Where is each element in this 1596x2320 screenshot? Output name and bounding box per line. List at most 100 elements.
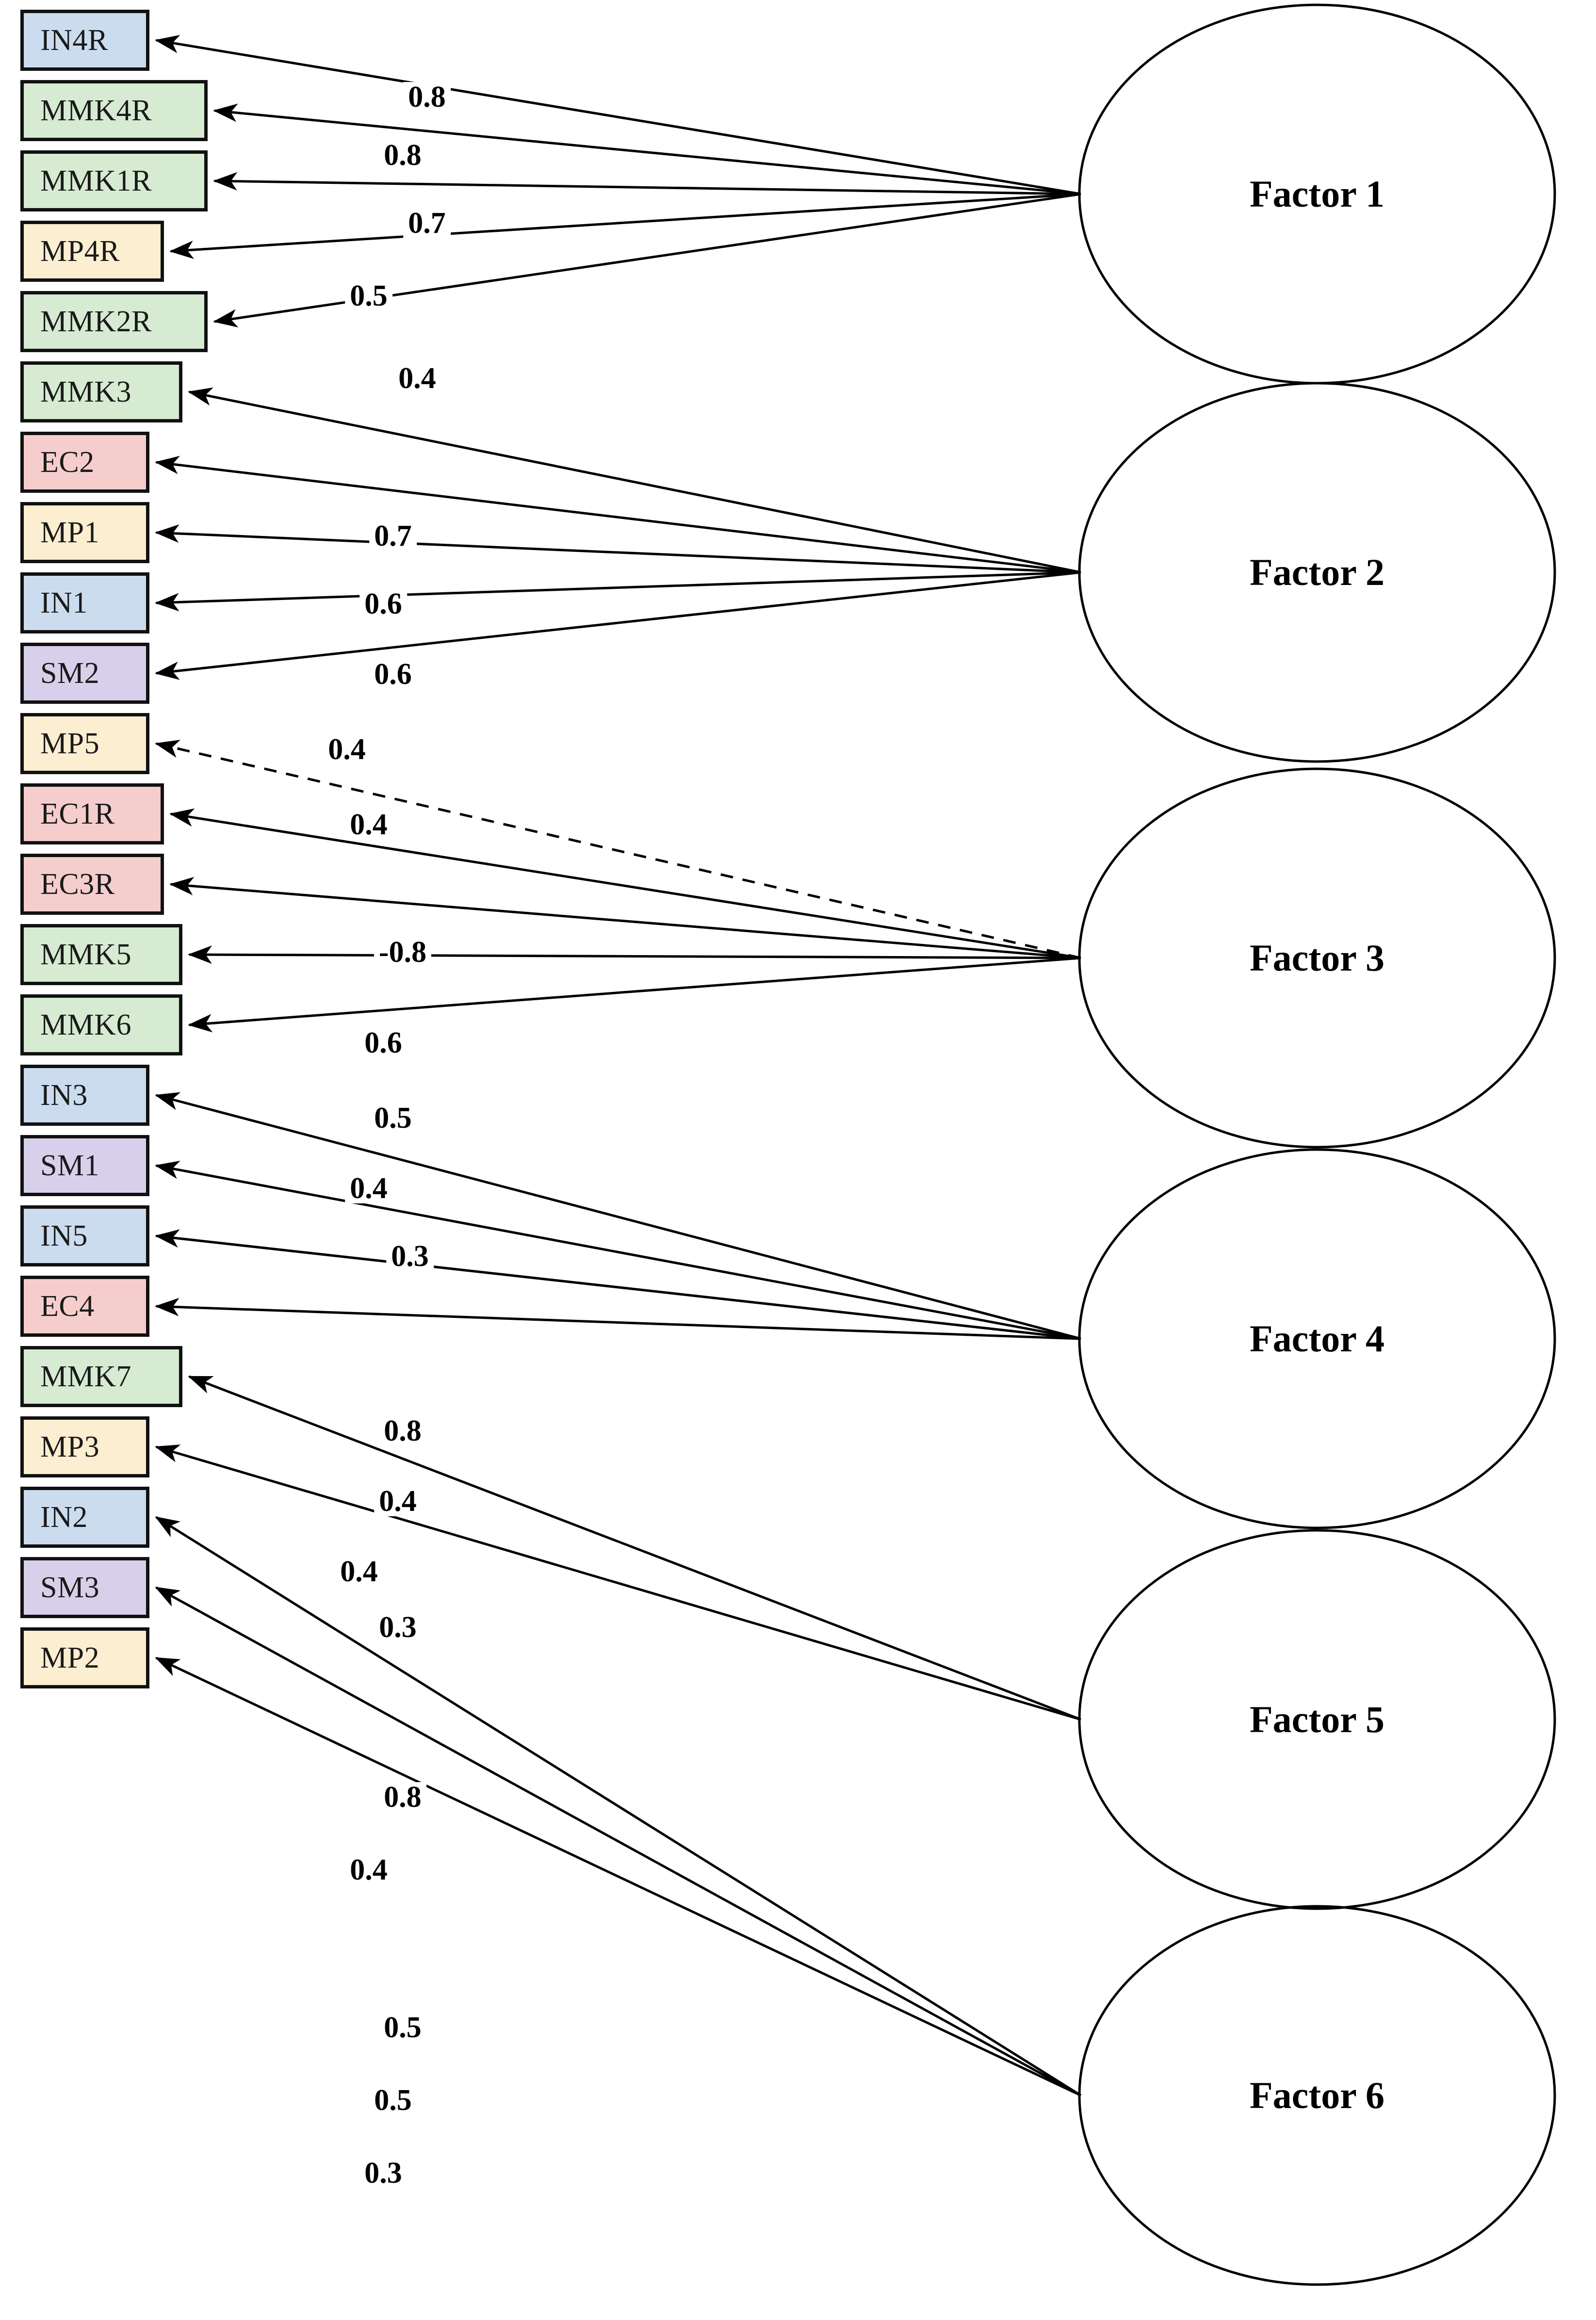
loading-value-f3-mmk6: 0.3	[386, 1241, 434, 1271]
indicator-box-mp4r[interactable]: MP4R	[20, 221, 164, 282]
indicator-box-mmk6[interactable]: MMK6	[20, 994, 182, 1055]
loading-edge-f1-mmk2r[interactable]	[213, 193, 1081, 327]
loading-edge-f3-mp5[interactable]	[155, 740, 1081, 959]
indicator-label: MP4R	[40, 235, 120, 268]
indicator-box-in4r[interactable]: IN4R	[20, 10, 149, 71]
factor-ellipse-f3[interactable]	[1078, 767, 1556, 1149]
loading-value-f1-mmk4r: 0.8	[379, 140, 426, 170]
factor-ellipse-f6[interactable]	[1078, 1905, 1556, 2286]
indicator-box-ec2[interactable]: EC2	[20, 432, 149, 493]
indicator-box-ec3r[interactable]: EC3R	[20, 854, 164, 915]
loading-edge-f2-mmk3[interactable]	[188, 387, 1081, 574]
indicator-box-mmk7[interactable]: MMK7	[20, 1346, 182, 1407]
loading-value-f1-mp4r: 0.5	[345, 281, 392, 311]
loading-value-f5-mmk7: 0.8	[379, 1782, 426, 1812]
factor-ellipse-f2[interactable]	[1078, 382, 1556, 763]
loading-value-f1-in4r: 0.8	[403, 82, 451, 112]
loading-edge-f1-mmk4r[interactable]	[213, 103, 1081, 195]
indicator-label: MP3	[40, 1430, 100, 1463]
indicator-label: MP1	[40, 516, 100, 549]
loading-edges	[155, 34, 1082, 2097]
indicator-box-mmk5[interactable]: MMK5	[20, 924, 182, 985]
indicator-label: MMK2R	[40, 305, 152, 338]
loading-edge-f2-in1[interactable]	[155, 571, 1081, 612]
indicator-label: IN1	[40, 586, 88, 619]
loading-value-f2-in1: 0.4	[323, 734, 371, 764]
indicator-box-in1[interactable]: IN1	[20, 572, 149, 633]
loading-edge-f3-ec3r[interactable]	[169, 876, 1081, 959]
loading-edge-f4-sm1[interactable]	[155, 1160, 1081, 1340]
loading-edge-f3-ec1r[interactable]	[169, 808, 1081, 959]
indicator-label: IN2	[40, 1501, 88, 1534]
factor-ellipse-f5[interactable]	[1078, 1529, 1556, 1910]
loading-edge-f2-ec2[interactable]	[155, 455, 1081, 574]
indicator-box-mmk4r[interactable]: MMK4R	[20, 80, 208, 141]
indicator-label: SM2	[40, 657, 100, 690]
loading-edge-f6-sm3[interactable]	[155, 1586, 1082, 2097]
loading-value-f3-mmk5: 0.4	[345, 1173, 392, 1203]
indicator-box-mmk2r[interactable]: MMK2R	[20, 291, 208, 352]
loading-edge-f4-in3[interactable]	[155, 1092, 1081, 1340]
loading-edge-f2-sm2[interactable]	[155, 571, 1081, 680]
factor-label-f5: Factor 5	[1250, 1698, 1384, 1740]
loading-value-f3-ec3r: 0.5	[369, 1103, 417, 1133]
indicator-label: MMK5	[40, 938, 132, 971]
indicator-box-in2[interactable]: IN2	[20, 1487, 149, 1548]
loading-value-f5-mp3: 0.4	[345, 1855, 392, 1885]
indicator-box-sm2[interactable]: SM2	[20, 643, 149, 704]
loading-edge-f4-ec4[interactable]	[155, 1298, 1081, 1340]
indicator-label: IN3	[40, 1079, 88, 1112]
indicator-label: MP2	[40, 1641, 100, 1674]
indicator-box-mmk1r[interactable]: MMK1R	[20, 150, 208, 211]
factor-label-f1: Factor 1	[1250, 173, 1384, 215]
factor-label-f6: Factor 6	[1250, 2074, 1384, 2116]
loading-edge-f3-mmk5[interactable]	[188, 945, 1081, 964]
indicator-box-sm3[interactable]: SM3	[20, 1557, 149, 1618]
factor-label-f4: Factor 4	[1250, 1317, 1384, 1360]
indicator-box-mp3[interactable]: MP3	[20, 1416, 149, 1477]
factor-label-f2: Factor 2	[1250, 551, 1384, 593]
indicator-label: MMK4R	[40, 94, 152, 127]
indicator-box-sm1[interactable]: SM1	[20, 1135, 149, 1196]
loading-edge-f1-mmk1r[interactable]	[213, 172, 1081, 195]
loading-value-f2-mp1: 0.6	[369, 659, 417, 689]
loading-edge-f1-in4r[interactable]	[155, 34, 1081, 195]
indicator-label: MMK6	[40, 1008, 132, 1041]
loading-edge-f4-in5[interactable]	[155, 1229, 1081, 1340]
indicator-box-in3[interactable]: IN3	[20, 1065, 149, 1126]
indicator-label: SM1	[40, 1149, 100, 1182]
loading-edge-f3-mmk6[interactable]	[188, 957, 1081, 1033]
factor-ellipse-f4[interactable]	[1078, 1148, 1556, 1529]
loading-edge-f2-mp1[interactable]	[155, 524, 1081, 574]
indicator-box-mp1[interactable]: MP1	[20, 502, 149, 563]
loading-value-f1-mmk2r: 0.4	[393, 363, 441, 393]
loading-value-f1-mmk1r: 0.7	[403, 208, 451, 238]
indicator-box-mmk3[interactable]: MMK3	[20, 361, 182, 422]
indicator-label: IN4R	[40, 24, 108, 57]
loading-value-f4-sm1: 0.4	[374, 1486, 422, 1516]
indicator-box-in5[interactable]: IN5	[20, 1205, 149, 1266]
loading-edge-f5-mmk7[interactable]	[188, 1375, 1081, 1721]
loading-edge-f6-mp2[interactable]	[155, 1656, 1082, 2097]
loading-edge-f6-in2[interactable]	[155, 1516, 1082, 2097]
loading-value-f6-in2: 0.5	[379, 2012, 426, 2043]
indicator-box-mp5[interactable]: MP5	[20, 713, 149, 774]
loading-value-f2-mmk3: 0.7	[369, 521, 417, 551]
loading-value-f3-ec1r: 0.6	[359, 1028, 407, 1058]
factor-ellipses	[1078, 3, 1556, 2286]
indicator-label: MMK3	[40, 375, 132, 408]
indicator-label: MMK7	[40, 1360, 132, 1393]
indicator-label: MMK1R	[40, 164, 152, 197]
indicator-label: IN5	[40, 1219, 88, 1252]
indicator-box-ec1r[interactable]: EC1R	[20, 783, 164, 844]
loading-edge-f1-mp4r[interactable]	[169, 193, 1081, 260]
loading-value-f2-sm2: 0.4	[345, 810, 392, 840]
indicator-box-ec4[interactable]: EC4	[20, 1276, 149, 1337]
loading-value-f4-in5: 0.4	[335, 1557, 383, 1587]
loading-value-f4-ec4: 0.3	[374, 1612, 422, 1642]
loading-value-f3-mp5: -0.8	[374, 937, 432, 967]
loading-edge-f5-mp3[interactable]	[155, 1444, 1081, 1721]
indicator-box-mp2[interactable]: MP2	[20, 1627, 149, 1688]
